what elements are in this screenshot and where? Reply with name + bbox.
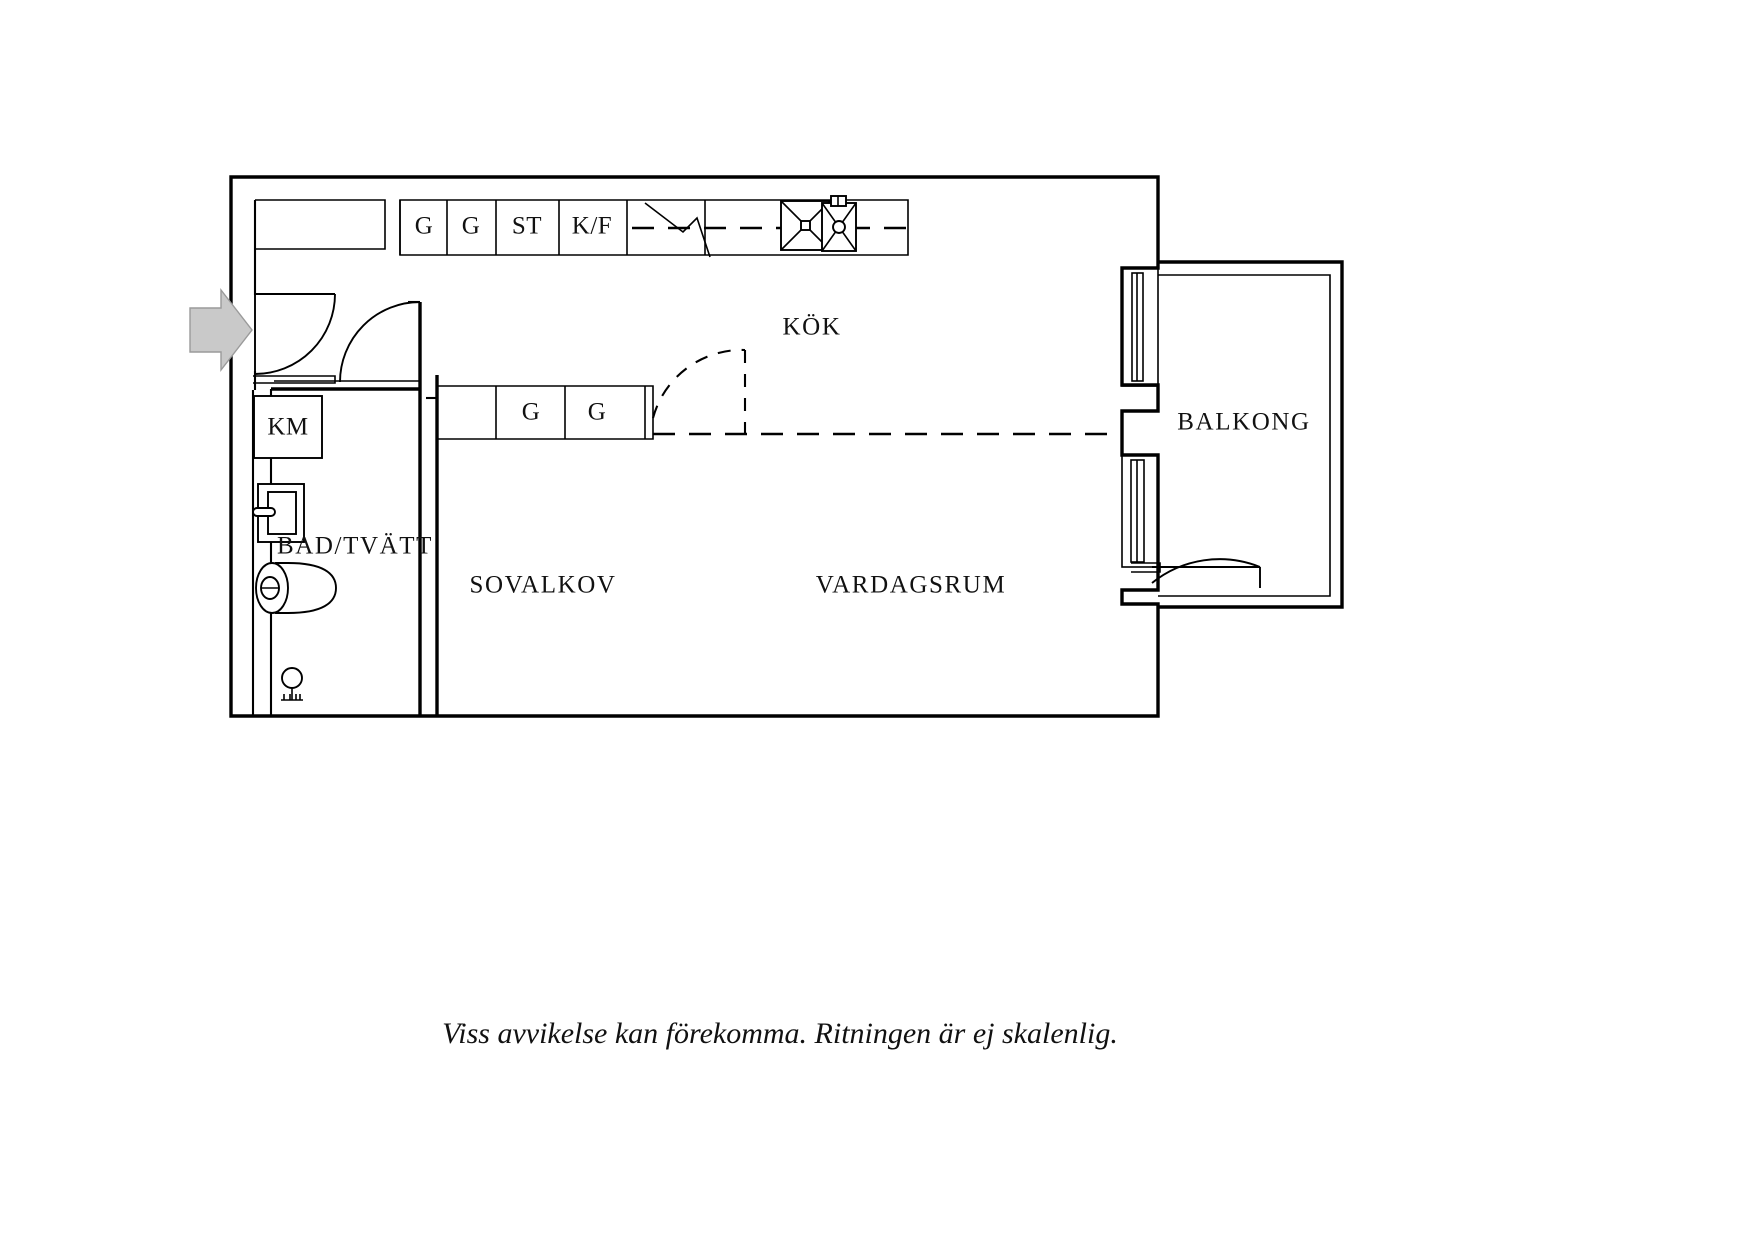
- washing-machine-icon: KM: [253, 395, 323, 459]
- window-lower-icon: [1121, 454, 1159, 568]
- bathroom-fixtures: KM: [252, 395, 337, 701]
- room-label-vardagsrum: VARDAGSRUM: [816, 572, 1007, 599]
- room-label-sovalkov: SOVALKOV: [469, 572, 616, 599]
- entrance-arrow-icon: [189, 287, 253, 373]
- hall-door-swing-icon: [339, 301, 421, 383]
- sink-icon: [821, 195, 857, 252]
- room-label-bad-tvatt: BAD/TVÄTT: [277, 533, 433, 560]
- balcony-outline: [1158, 260, 1344, 609]
- lower-cabinet-run: G G: [426, 375, 654, 716]
- washbasin-icon: [252, 483, 305, 543]
- room-label-kok: KÖK: [783, 314, 842, 341]
- dishwasher-icon: [644, 202, 711, 258]
- fixture-label-garderob-1: G: [415, 213, 434, 240]
- disclaimer-caption: Viss avvikelse kan förekomma. Ritningen …: [442, 1017, 1118, 1050]
- fixture-label-stadskap: ST: [512, 213, 542, 240]
- apartment-outline: [229, 175, 1160, 718]
- fixture-label-garderob-2: G: [462, 213, 481, 240]
- toilet-icon: [255, 562, 337, 614]
- fixture-label-garderob-3: G: [522, 399, 541, 426]
- balcony-door-swing-icon: [1131, 558, 1261, 588]
- kitchen-upper-counter: G G ST K/F: [399, 195, 909, 258]
- opening-arc: [651, 348, 746, 419]
- room-label-balkong: BALKONG: [1177, 409, 1310, 436]
- open-plan-division: [651, 348, 1122, 436]
- entry-door-swing-icon: [254, 293, 336, 375]
- exterior-wall-openings: [1121, 267, 1159, 568]
- window-upper-icon: [1121, 267, 1159, 387]
- fixture-label-kyl-frys: K/F: [572, 213, 612, 240]
- fixture-label-tvattmaskin: KM: [267, 414, 308, 441]
- floor-drain-icon: [281, 667, 303, 701]
- fixture-label-garderob-4: G: [588, 399, 607, 426]
